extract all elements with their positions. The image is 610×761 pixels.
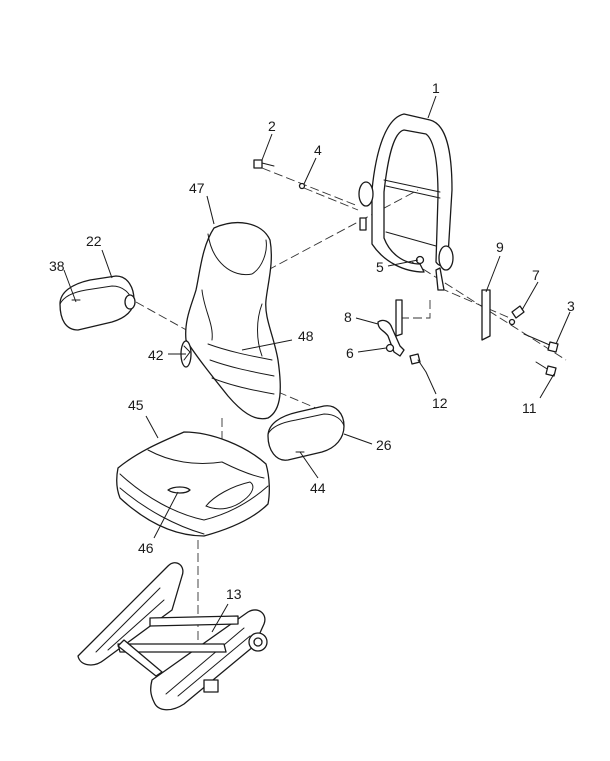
callout-48: 48 — [298, 328, 314, 344]
callout-45: 45 — [128, 397, 144, 413]
callout-4: 4 — [314, 142, 322, 158]
right-armrest — [267, 405, 345, 461]
callout-46: 46 — [138, 540, 154, 556]
callout-labels: 1 2 4 47 22 38 5 9 7 3 8 6 12 11 42 48 4… — [49, 80, 575, 602]
callout-11: 11 — [522, 400, 537, 416]
screw-item-2 — [253, 159, 275, 169]
callout-13: 13 — [226, 586, 242, 602]
bolt-item-11 — [535, 361, 557, 377]
callout-8: 8 — [344, 309, 352, 325]
left-armrest — [59, 275, 136, 331]
bolt-item-12 — [409, 353, 427, 373]
headrest-frame — [358, 113, 454, 291]
callout-12: 12 — [432, 395, 448, 411]
callout-2: 2 — [268, 118, 276, 134]
seat-back-cushion — [180, 222, 281, 420]
seat-base-frame — [77, 562, 268, 711]
callout-44: 44 — [310, 480, 326, 496]
callout-6: 6 — [346, 345, 354, 361]
callout-22: 22 — [86, 233, 102, 249]
leader-lines — [63, 95, 571, 633]
nut-item-6 — [385, 343, 395, 353]
callout-26: 26 — [376, 437, 392, 453]
callout-42: 42 — [148, 347, 164, 363]
callout-38: 38 — [49, 258, 65, 274]
screw-item-3 — [523, 333, 559, 353]
callout-1: 1 — [432, 80, 440, 96]
seat-cushion — [116, 431, 270, 537]
callout-5: 5 — [376, 259, 384, 275]
adjustment-lever — [377, 299, 405, 357]
screw-item-7 — [508, 305, 525, 326]
callout-9: 9 — [496, 239, 504, 255]
callout-47: 47 — [189, 180, 205, 196]
callout-7: 7 — [532, 267, 540, 283]
mounting-bracket — [481, 289, 491, 341]
washer-item-4 — [298, 182, 306, 190]
callout-3: 3 — [567, 298, 575, 314]
